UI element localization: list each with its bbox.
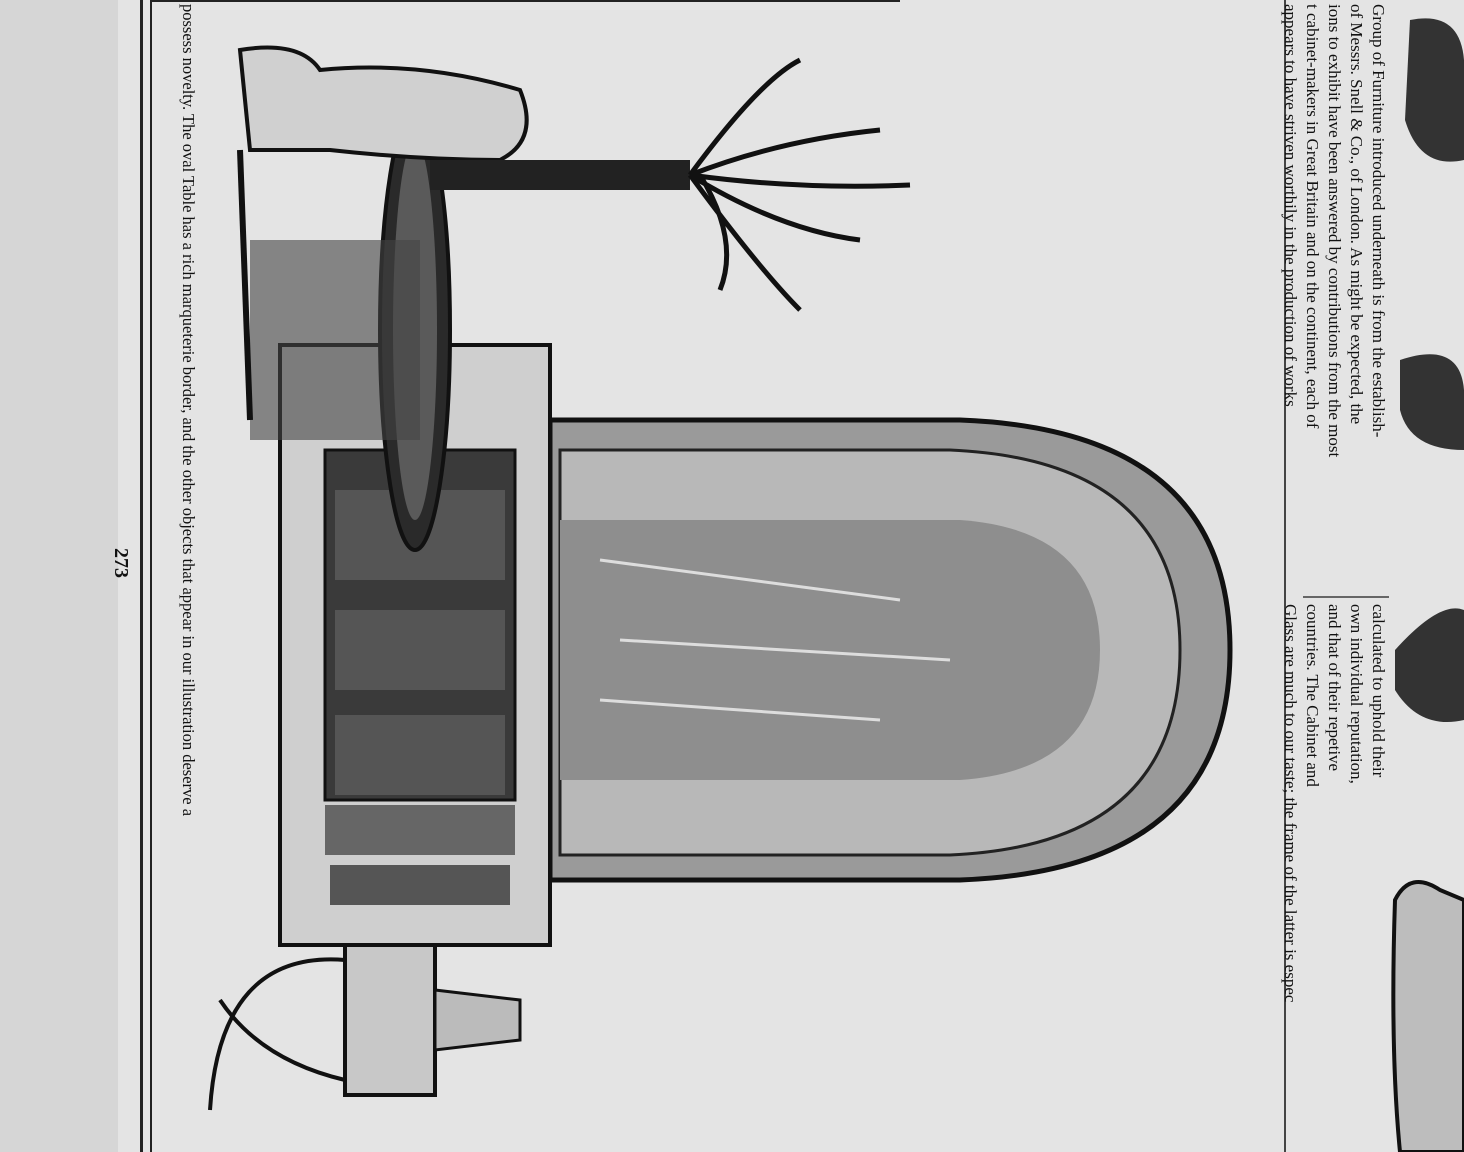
page-margin bbox=[0, 0, 118, 1152]
oval-table bbox=[250, 108, 452, 552]
column-rule bbox=[140, 0, 143, 1152]
mirror-glass bbox=[547, 417, 1233, 883]
footstool bbox=[208, 943, 522, 1111]
adjacent-illustration-edge bbox=[1391, 18, 1464, 1152]
candelabra bbox=[430, 57, 911, 312]
column-divider bbox=[1303, 596, 1389, 598]
chair bbox=[237, 45, 529, 421]
column-rule bbox=[150, 0, 152, 1152]
top-rule bbox=[150, 0, 900, 2]
column-rule bbox=[1284, 0, 1286, 1152]
